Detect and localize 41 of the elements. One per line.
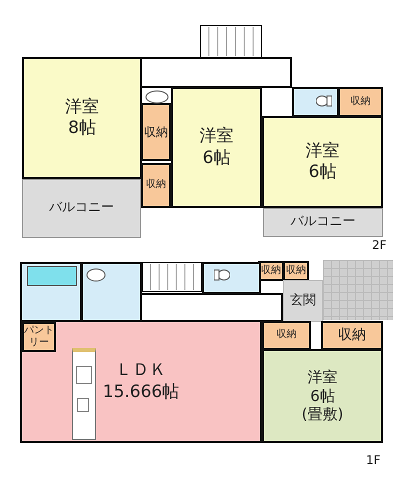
room [171, 87, 262, 208]
room-label: 15.666帖 [102, 382, 180, 403]
room-label: 収納 [338, 326, 366, 344]
closet [262, 321, 311, 350]
room-label: 6帖 [202, 148, 230, 169]
closet [321, 321, 383, 350]
closet [338, 87, 383, 117]
room-label: 収納 [350, 96, 370, 108]
room-label: 8帖 [68, 118, 96, 140]
room-label: 洋室 [200, 126, 234, 148]
room-label: 収納 [276, 329, 296, 342]
room-label: 玄関 [290, 292, 316, 310]
room-label: 洋室 [308, 368, 338, 387]
closet [141, 163, 171, 208]
floor-label: 2F [372, 237, 387, 254]
balcony [22, 179, 141, 238]
room [22, 57, 142, 179]
toilet-room [202, 262, 261, 294]
room-label: 収納 [146, 179, 166, 192]
balcony [263, 208, 383, 237]
washroom [81, 262, 142, 322]
room-label: 洋室 [306, 140, 340, 162]
room [20, 320, 262, 443]
room-label: 収納 [144, 124, 168, 140]
room-label: ＬＤＫ [116, 360, 166, 382]
room-label: 6帖 [308, 162, 336, 184]
room-label: (畳敷) [302, 405, 344, 424]
room-label: 洋室 [65, 96, 99, 118]
porch-tile-floor [323, 260, 393, 320]
entrance [283, 280, 323, 322]
room [262, 349, 383, 443]
room [262, 116, 383, 208]
floor-label: 1F [366, 452, 381, 469]
closet [283, 261, 309, 281]
room-label: 収納 [261, 264, 281, 278]
room-label: バルコニー [290, 214, 356, 231]
room-label: パントリー [24, 324, 54, 350]
room-label: 6帖 [310, 386, 335, 406]
room-label: 収納 [286, 264, 306, 278]
room-label: バルコニー [49, 200, 114, 217]
closet [141, 103, 171, 161]
